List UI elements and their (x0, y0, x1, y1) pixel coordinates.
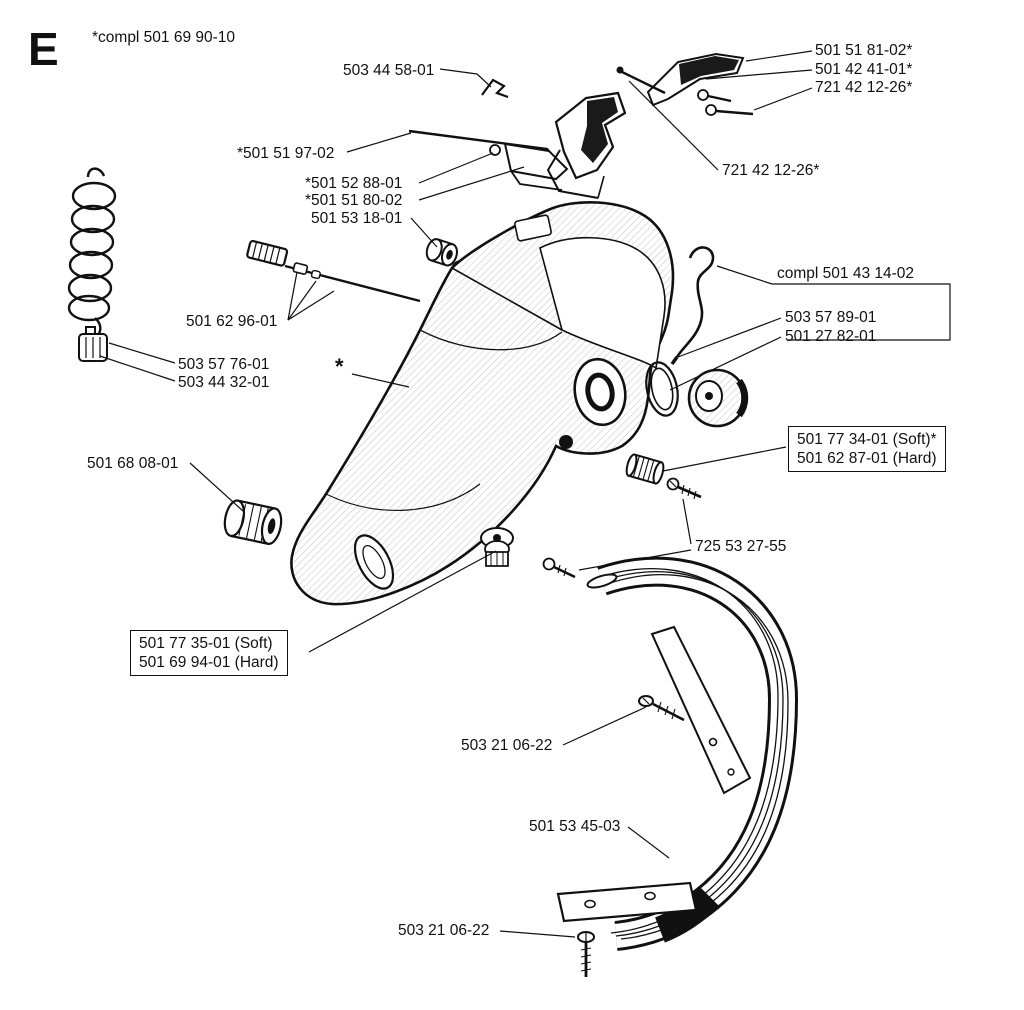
label-trigger-pin-upper: 721 42 12-26* (815, 79, 913, 96)
fuel-hose-part (670, 246, 715, 366)
fuel-filter-part (78, 326, 108, 362)
label-filter-body: 503 44 32-01 (178, 374, 270, 391)
main-body-part (290, 201, 675, 606)
coil-spring-part (67, 167, 117, 345)
label-needle-kit: 501 62 96-01 (186, 313, 278, 330)
right-damper-label-box: 501 77 34-01 (Soft)* 501 62 87-01 (Hard) (788, 426, 946, 472)
handle-support-plate-part (650, 625, 752, 795)
sealing-ring-part (645, 361, 679, 417)
trigger-screw-lower-part (705, 104, 754, 116)
label-fuel-hose: 503 57 89-01 (785, 309, 877, 326)
label-trigger-spring: 501 42 41-01* (815, 61, 913, 78)
label-damper-screw: 725 53 27-55 (695, 538, 787, 555)
label-throttle-lock-lower: *501 51 80-02 (305, 192, 403, 209)
assembly-note: *compl 501 69 90-10 (92, 29, 236, 46)
label-left-damper-soft: 501 77 35-01 (Soft) (139, 635, 273, 652)
label-rear-handle-bracket: 501 53 45-03 (529, 818, 621, 835)
label-left-damper-hard: 501 69 94-01 (Hard) (139, 654, 279, 671)
right-damper-part (625, 453, 702, 500)
trigger-handle-group-part (616, 52, 754, 116)
damper-screw-center-part (542, 557, 576, 579)
label-throttle-trigger: 501 51 81-02* (815, 42, 913, 59)
damper-screw-right-part (666, 477, 702, 500)
label-handle-screw-lower: 503 21 06-22 (398, 922, 490, 939)
label-throttle-rod: *501 51 97-02 (237, 145, 335, 162)
center-damper-part (480, 527, 576, 579)
label-right-damper-hard: 501 62 87-01 (Hard) (797, 450, 937, 467)
label-sealing-ring: 501 27 82-01 (785, 328, 877, 345)
left-damper-label-box: 501 77 35-01 (Soft) 501 69 94-01 (Hard) (130, 630, 288, 676)
needle-kit-part (246, 239, 421, 303)
rear-handle-part (586, 569, 788, 939)
trigger-screw-upper-part (697, 89, 732, 103)
label-fuel-hose-assembly: compl 501 43 14-02 (777, 265, 915, 282)
throttle-trigger-assembly-part (546, 91, 627, 199)
label-front-damper: 501 68 08-01 (87, 455, 179, 472)
label-right-damper-soft: 501 77 34-01 (Soft)* (797, 431, 937, 448)
leader-lines (99, 50, 951, 938)
body-asterisk-marker: * (335, 354, 344, 379)
handle-screw-lower-part (577, 931, 595, 977)
tank-cap-part (687, 368, 749, 428)
label-trigger-pin-lower: 721 42 12-26* (722, 162, 820, 179)
handle-screw-upper-part (638, 695, 685, 722)
label-throttle-lock-upper: *501 52 88-01 (305, 175, 403, 192)
label-fuel-filter: 503 57 76-01 (178, 356, 270, 373)
section-letter: E (28, 23, 59, 75)
handle-bracket-part (556, 881, 698, 923)
label-bushing: 501 53 18-01 (311, 210, 403, 227)
front-damper-part (223, 499, 283, 545)
label-wire-clip: 503 44 58-01 (343, 62, 435, 79)
label-handle-screw-upper: 503 21 06-22 (461, 737, 553, 754)
throttle-lock-part (489, 142, 569, 191)
